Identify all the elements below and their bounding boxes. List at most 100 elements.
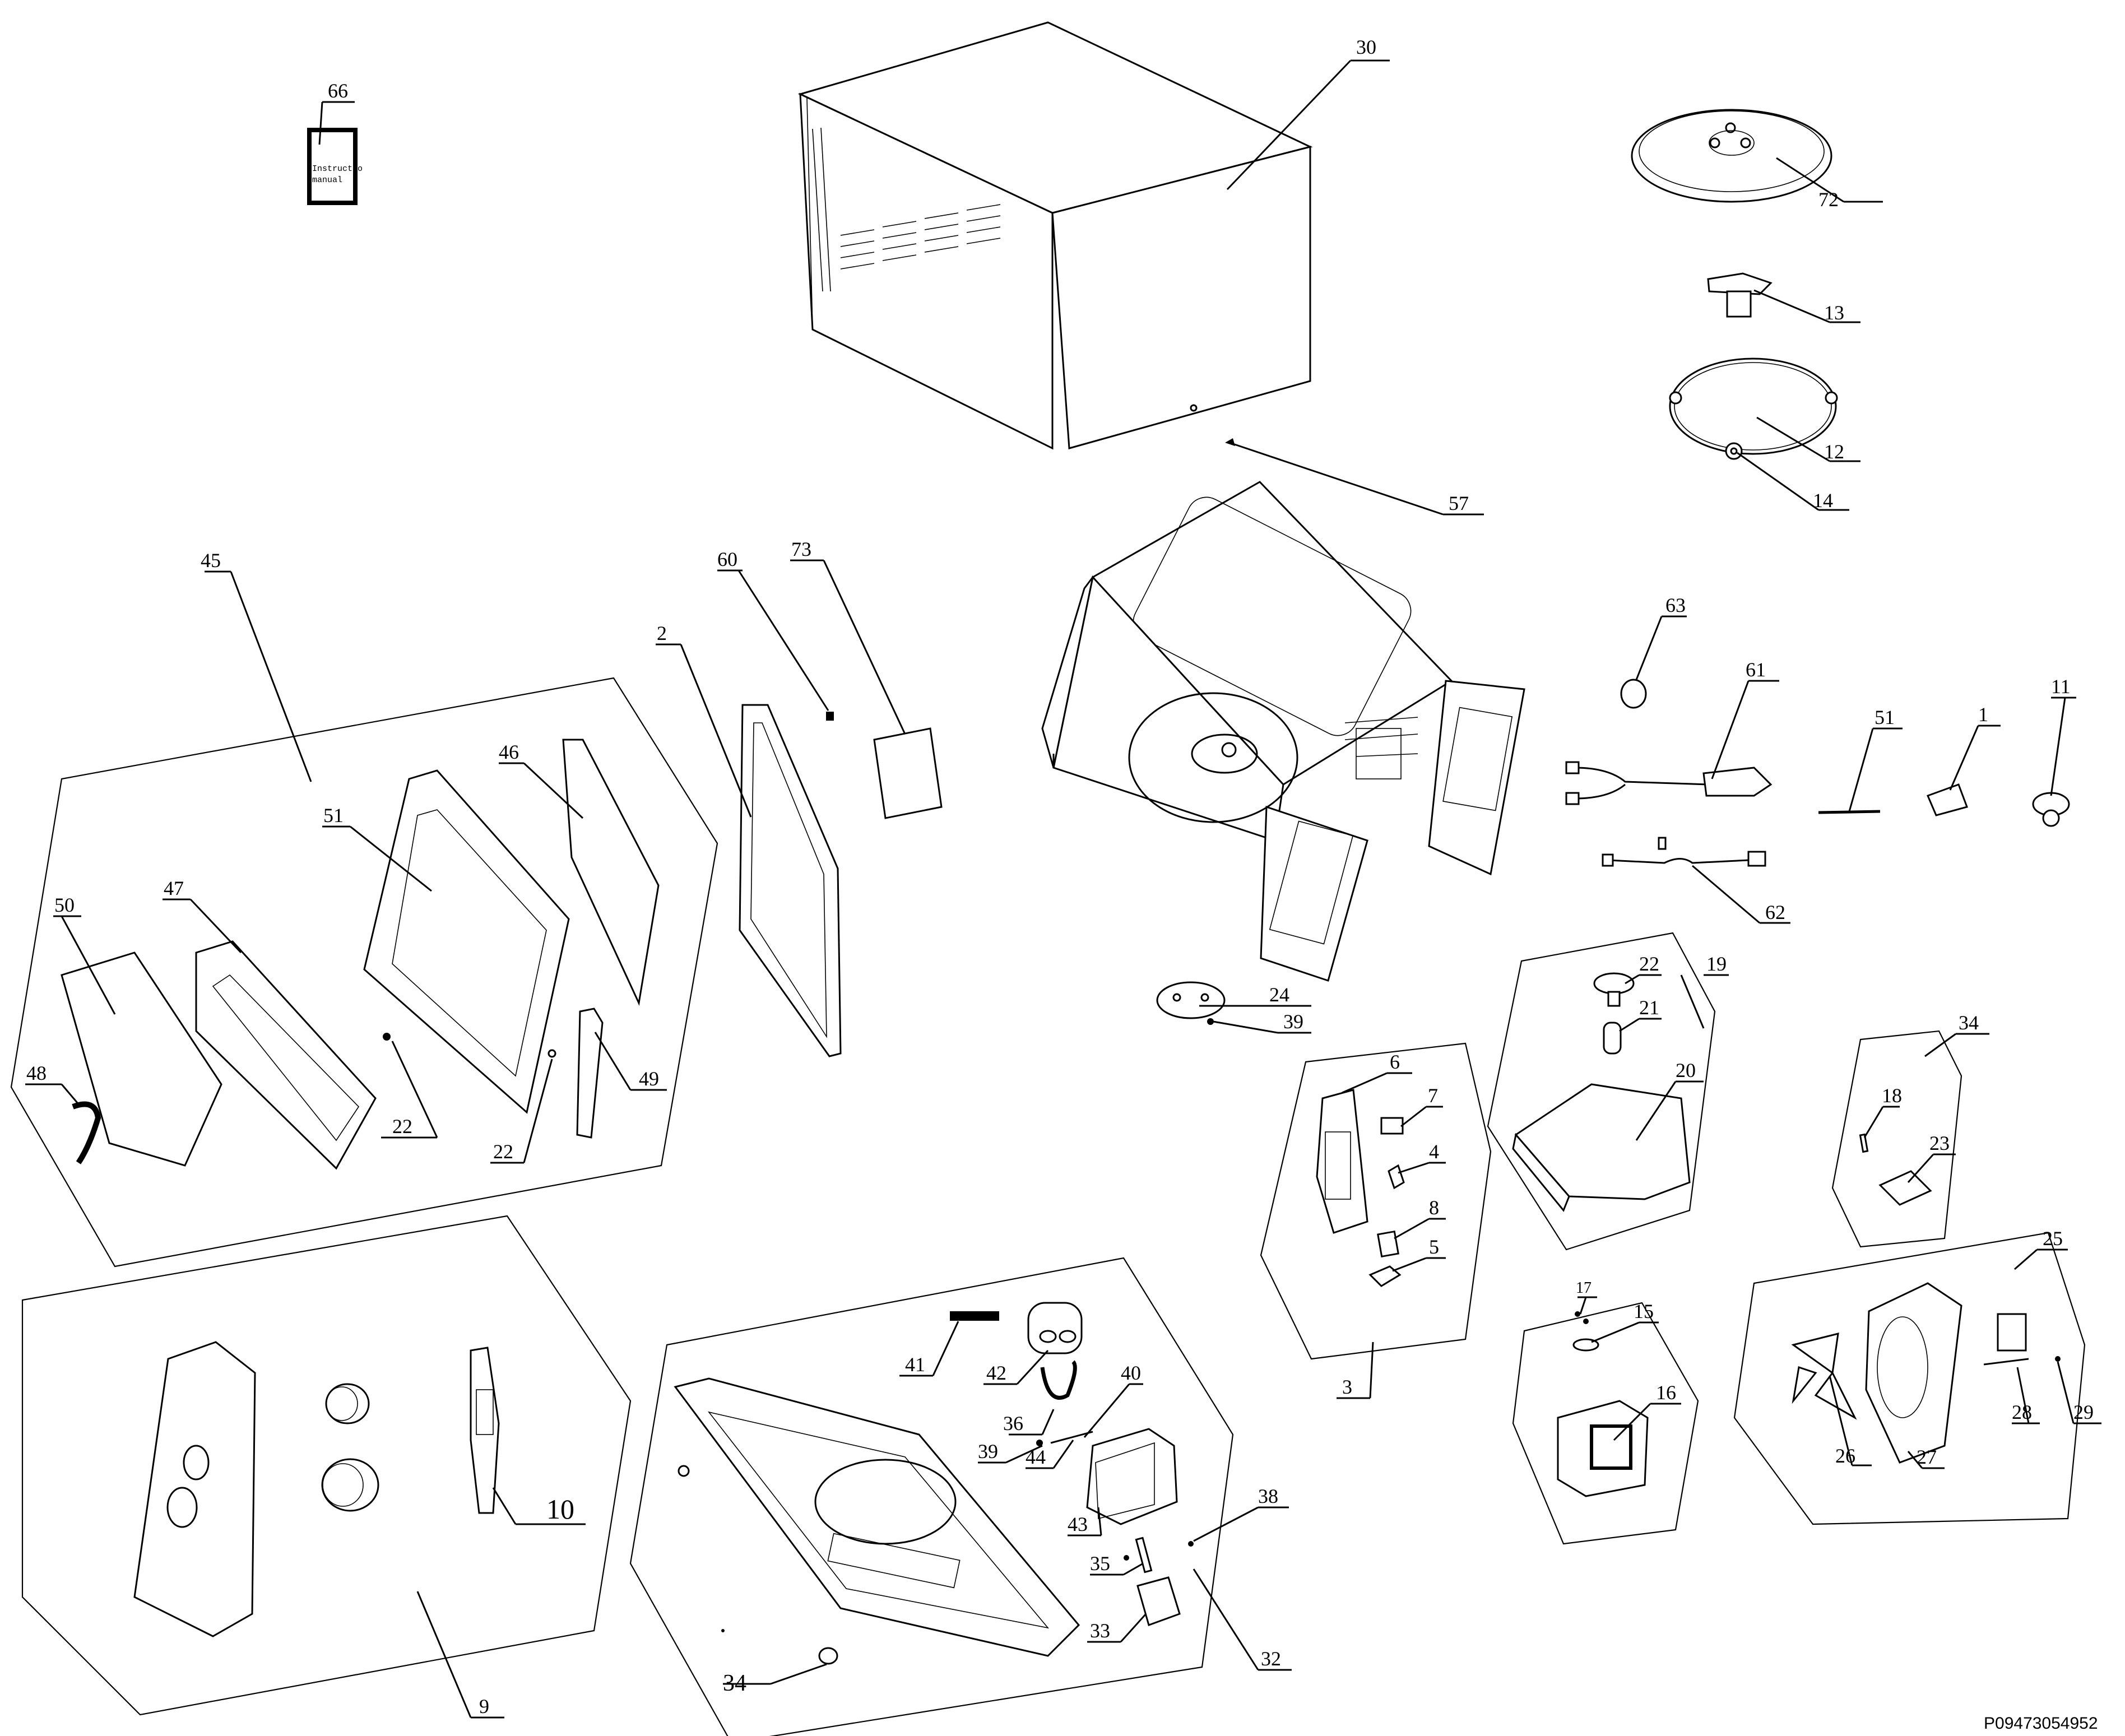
label-5: 5 <box>1429 1236 1439 1258</box>
label-4: 4 <box>1429 1140 1439 1163</box>
group-45-door-assembly <box>10 570 718 1268</box>
part-26-fan-blade <box>1791 1333 1872 1466</box>
part-1-hook <box>1926 725 2001 816</box>
part-5-lever <box>1368 1257 1446 1287</box>
label-48: 48 <box>26 1062 47 1084</box>
label-60: 60 <box>717 548 737 570</box>
label-39-base: 39 <box>978 1440 998 1463</box>
part-41-fuse <box>899 1311 999 1377</box>
part-17-screw <box>1575 1296 1597 1324</box>
label-13: 13 <box>1824 301 1844 324</box>
label-38: 38 <box>1258 1485 1278 1507</box>
label-46: 46 <box>499 741 519 763</box>
part-60-screw <box>717 569 834 721</box>
control-panel-frame <box>133 1341 256 1637</box>
label-49: 49 <box>639 1067 659 1090</box>
part-14-roller-wheel <box>1725 442 1849 511</box>
label-33: 33 <box>1090 1619 1110 1642</box>
label-44: 44 <box>1026 1446 1046 1468</box>
label-62: 62 <box>1765 901 1785 923</box>
label-43: 43 <box>1068 1513 1088 1535</box>
part-46-window-glass <box>499 739 660 1006</box>
callout-labels: 66 30 72 13 12 14 57 45 60 73 2 63 61 51… <box>26 36 2094 1718</box>
part-40-diode <box>1050 1383 1143 1444</box>
base-plate <box>674 1377 1080 1657</box>
label-22-lamp: 22 <box>1639 953 1659 975</box>
label-36: 36 <box>1003 1412 1023 1435</box>
part-50-door-cover <box>53 915 222 1167</box>
label-24: 24 <box>1269 983 1289 1006</box>
part-16-magnetron <box>1557 1400 1681 1497</box>
part-49-latch-hook <box>576 1008 667 1139</box>
part-44-resistor <box>1026 1440 1074 1469</box>
part-30-outer-cabinet <box>797 21 1390 450</box>
manual-text-line2: manual <box>312 175 342 185</box>
part-34-foot <box>721 1629 838 1685</box>
part-6-latch-board <box>1316 1072 1412 1234</box>
part-47-door-frame-outer <box>163 898 377 1170</box>
label-51-right: 51 <box>1875 706 1895 728</box>
part-39-screw-motor <box>1207 1018 1311 1034</box>
label-19: 19 <box>1706 953 1727 975</box>
label-3: 3 <box>1342 1376 1352 1398</box>
label-6: 6 <box>1390 1051 1400 1073</box>
label-21: 21 <box>1639 996 1659 1019</box>
part-22-screw-door <box>381 1033 556 1164</box>
label-32: 32 <box>1261 1647 1281 1670</box>
label-12: 12 <box>1824 440 1844 463</box>
label-50: 50 <box>54 894 75 916</box>
label-34-board: 34 <box>1959 1011 1979 1034</box>
part-18-screw <box>1859 1106 1900 1153</box>
part-73-mica-cover <box>790 559 943 819</box>
label-9: 9 <box>479 1695 489 1718</box>
label-73: 73 <box>791 538 811 560</box>
label-22-door-a: 22 <box>392 1115 412 1138</box>
label-11: 11 <box>2051 675 2071 698</box>
label-29: 29 <box>2073 1401 2094 1423</box>
part-63-grommet <box>1620 615 1687 709</box>
part-48-handle <box>25 1083 101 1164</box>
part-61-power-cord <box>1565 680 1779 805</box>
part-21-lamp <box>1603 1018 1662 1055</box>
label-16: 16 <box>1656 1381 1676 1404</box>
part-36-capacitor-clamp <box>1009 1360 1077 1436</box>
part-15-thermal-fuse <box>1572 1321 1659 1352</box>
part-27-fan-bracket <box>1865 1282 1962 1469</box>
part-10-timer-switch <box>470 1347 586 1525</box>
label-17: 17 <box>1576 1279 1592 1297</box>
label-14: 14 <box>1813 489 1833 512</box>
group-19-lamp-duct <box>1487 932 1729 1251</box>
part-4-lever <box>1388 1162 1446 1190</box>
label-30: 30 <box>1356 36 1376 58</box>
label-57: 57 <box>1449 492 1469 514</box>
part-11-knob-cap <box>2032 697 2076 827</box>
label-41: 41 <box>905 1353 925 1376</box>
part-72-glass-tray <box>1631 109 1883 203</box>
label-1: 1 <box>1978 703 1988 726</box>
manual-text-line1: Instructio <box>312 164 363 174</box>
label-34-base: 34 <box>723 1670 746 1696</box>
part-39-screw-base <box>978 1440 1043 1464</box>
part-2-door-frame <box>656 643 842 1057</box>
label-47: 47 <box>164 877 184 899</box>
document-code: P09473054952 <box>1984 1714 2098 1733</box>
label-25: 25 <box>2043 1227 2063 1250</box>
label-23: 23 <box>1929 1132 1950 1154</box>
part-42-capacitor <box>983 1302 1083 1385</box>
label-39-motor: 39 <box>1283 1010 1303 1033</box>
part-22-lamp-holder <box>1593 972 1662 1007</box>
label-28: 28 <box>2012 1401 2032 1423</box>
part-66-instruction-manual: Instructio manual <box>307 101 363 205</box>
label-26: 26 <box>1835 1445 1855 1467</box>
label-20: 20 <box>1676 1059 1696 1081</box>
part-7-micro-switch <box>1380 1106 1443 1135</box>
label-51-door: 51 <box>323 804 344 827</box>
label-72: 72 <box>1818 188 1839 211</box>
group-magnetron <box>1512 1302 1699 1545</box>
part-51-long-screw <box>1818 727 1903 814</box>
part-43-transformer <box>1068 1428 1178 1537</box>
main-chassis-cavity <box>1041 481 1525 982</box>
group-32-base-assembly <box>629 1257 1292 1736</box>
control-knobs <box>321 1383 379 1512</box>
label-22-door-b: 22 <box>493 1140 513 1163</box>
